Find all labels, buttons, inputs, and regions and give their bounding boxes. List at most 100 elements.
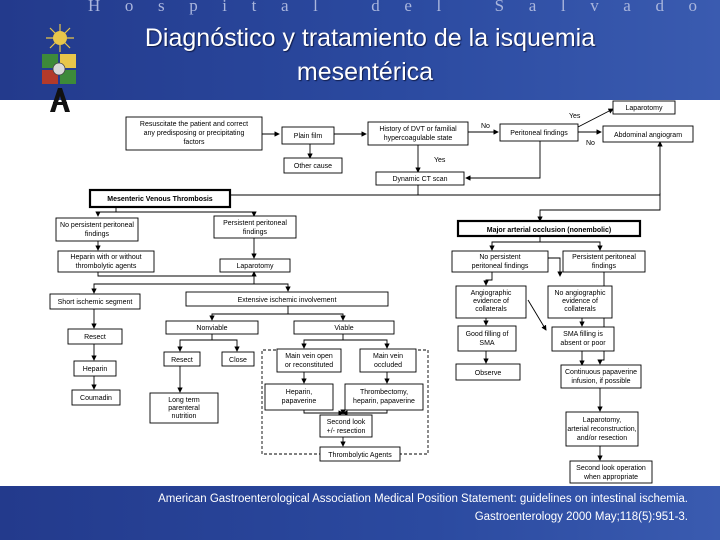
- svg-text:collaterals: collaterals: [475, 306, 507, 313]
- svg-text:Mesenteric Venous Thrombosis: Mesenteric Venous Thrombosis: [107, 196, 213, 203]
- svg-text:any predisposing or precipitat: any predisposing or precipitating: [144, 130, 245, 137]
- node-viable: Viable: [293, 320, 395, 335]
- svg-text:Second look operation: Second look operation: [576, 465, 646, 472]
- svg-text:heparin, papaverine: heparin, papaverine: [353, 398, 415, 405]
- svg-text:infusion, if possible: infusion, if possible: [571, 378, 630, 385]
- svg-text:Peritoneal findings: Peritoneal findings: [510, 130, 568, 137]
- node-major-arterial-occlusion: Major arterial occlusion (nonembolic): [456, 219, 642, 238]
- svg-text:Major arterial occlusion (none: Major arterial occlusion (nonembolic): [487, 227, 611, 234]
- node-thrombolytic-agents: Thrombolytic Agents: [319, 446, 401, 462]
- node-resect-nonviable: Resect: [163, 351, 201, 367]
- node-close: Close: [221, 351, 255, 367]
- svg-text:Extensive ischemic involvement: Extensive ischemic involvement: [238, 297, 337, 304]
- node-nonviable: Nonviable: [165, 320, 259, 335]
- svg-text:Resuscitate the patient and co: Resuscitate the patient and correct: [140, 121, 248, 128]
- letter-a-mark-icon: [50, 88, 70, 112]
- svg-text:Thrombolytic Agents: Thrombolytic Agents: [328, 452, 392, 459]
- svg-text:occluded: occluded: [374, 362, 402, 369]
- svg-text:Nonviable: Nonviable: [196, 325, 227, 332]
- flow-connectors: [89, 108, 663, 461]
- svg-text:No persistent peritoneal: No persistent peritoneal: [60, 222, 134, 229]
- slide-title-line2: mesentérica: [296, 58, 434, 86]
- svg-text:papaverine: papaverine: [282, 398, 317, 405]
- svg-text:No angiographic: No angiographic: [555, 290, 606, 297]
- sun-emblem-icon: [46, 24, 74, 52]
- svg-text:peritoneal findings: peritoneal findings: [472, 263, 529, 270]
- node-resect-short: Resect: [67, 328, 123, 345]
- svg-text:Close: Close: [229, 357, 247, 364]
- dashed-thrombolytic-links: [261, 349, 429, 455]
- node-history-dvt: History of DVT or familial hypercoagulab…: [367, 121, 469, 146]
- svg-text:thrombolytic agents: thrombolytic agents: [76, 263, 137, 270]
- svg-text:or reconstituted: or reconstituted: [285, 362, 333, 369]
- node-other-cause: Other cause: [283, 157, 343, 174]
- svg-text:Coumadin: Coumadin: [80, 395, 112, 402]
- svg-text:factors: factors: [183, 139, 205, 146]
- svg-text:Long term: Long term: [168, 397, 200, 404]
- slide-title-line1: Diagnóstico y tratamiento de la isquemia: [144, 24, 596, 52]
- svg-text:hypercoagulable state: hypercoagulable state: [384, 135, 453, 142]
- footer-band: American Gastroenterological Association…: [0, 486, 720, 540]
- svg-text:arterial reconstruction,: arterial reconstruction,: [567, 426, 636, 433]
- svg-text:Continuous papaverine: Continuous papaverine: [565, 369, 637, 376]
- node-no-angiographic-evidence: No angiographic evidence of collaterals: [547, 285, 613, 319]
- citation-line1: American Gastroenterological Association…: [158, 493, 688, 505]
- node-laparotomy-arterial: Laparotomy, arterial reconstruction, and…: [565, 411, 639, 447]
- svg-text:Resect: Resect: [171, 357, 193, 364]
- node-second-look-operation: Second look operation when appropriate: [569, 460, 653, 484]
- node-heparin-papaverine: Heparin, papaverine: [264, 383, 334, 411]
- node-thrombectomy: Thrombectomy, heparin, papaverine: [344, 383, 424, 411]
- svg-text:Observe: Observe: [475, 370, 502, 377]
- node-good-filling-sma: Good filling of SMA: [457, 325, 517, 352]
- no-label-angiogram: No: [586, 140, 595, 147]
- svg-text:Heparin,: Heparin,: [286, 389, 313, 396]
- svg-text:SMA: SMA: [479, 340, 495, 347]
- svg-text:findings: findings: [85, 231, 110, 238]
- node-arterial-persistent: Persistent peritoneal findings: [562, 250, 646, 273]
- node-heparin-short: Heparin: [73, 360, 117, 377]
- svg-text:+/- resection: +/- resection: [327, 428, 366, 435]
- node-resuscitate: Resuscitate the patient and correct any …: [125, 116, 263, 151]
- svg-text:Persistent peritoneal: Persistent peritoneal: [572, 254, 636, 261]
- node-mvt-no-persistent: No persistent peritoneal findings: [55, 217, 139, 242]
- svg-text:Short ischemic segment: Short ischemic segment: [58, 299, 133, 306]
- svg-text:and/or resection: and/or resection: [577, 435, 627, 442]
- node-coumadin: Coumadin: [71, 389, 121, 406]
- svg-text:SMA filling is: SMA filling is: [563, 331, 603, 338]
- node-sma-filling-poor: SMA filling is absent or poor: [551, 326, 615, 352]
- hospital-seal-logo: [42, 24, 76, 112]
- node-peritoneal-findings: Peritoneal findings: [499, 123, 579, 142]
- svg-text:Persistent peritoneal: Persistent peritoneal: [223, 220, 287, 227]
- node-arterial-no-persistent: No persistent peritoneal findings: [451, 250, 549, 273]
- svg-text:when appropriate: when appropriate: [583, 474, 638, 481]
- svg-text:Laparotomy: Laparotomy: [237, 263, 274, 270]
- svg-text:Good filling of: Good filling of: [466, 331, 509, 338]
- node-short-ischemic-segment: Short ischemic segment: [49, 293, 141, 310]
- svg-text:evidence of: evidence of: [473, 298, 509, 305]
- yes-label-laparotomy: Yes: [569, 113, 581, 120]
- svg-text:nutrition: nutrition: [172, 413, 197, 420]
- citation-line2: Gastroenterology 2000 May;118(5):951-3.: [474, 511, 688, 523]
- node-heparin-thrombolytic: Heparin with or without thrombolytic age…: [57, 250, 155, 273]
- flow-labels: No Yes No Yes: [434, 113, 595, 164]
- svg-text:absent or poor: absent or poor: [560, 340, 606, 347]
- node-laparotomy-top: Laparotomy: [612, 100, 676, 115]
- node-dynamic-ct: Dynamic CT scan: [375, 171, 465, 186]
- svg-text:Main vein open: Main vein open: [285, 353, 333, 360]
- svg-text:collaterals: collaterals: [564, 306, 596, 313]
- node-mvt-persistent: Persistent peritoneal findings: [213, 215, 297, 239]
- node-continuous-papaverine: Continuous papaverine infusion, if possi…: [560, 364, 642, 389]
- node-main-vein-occluded: Main vein occluded: [359, 348, 417, 373]
- node-long-term-tpn: Long term parenteral nutrition: [149, 392, 219, 424]
- node-main-vein-open: Main vein open or reconstituted: [276, 348, 342, 373]
- yes-label-ct: Yes: [434, 157, 446, 164]
- node-abdominal-angiogram: Abdominal angiogram: [602, 125, 694, 143]
- svg-text:findings: findings: [592, 263, 617, 270]
- node-observe: Observe: [455, 363, 521, 381]
- svg-text:No persistent: No persistent: [479, 254, 520, 261]
- svg-text:Other cause: Other cause: [294, 163, 332, 170]
- svg-text:Laparotomy: Laparotomy: [626, 105, 663, 112]
- svg-text:Resect: Resect: [84, 334, 106, 341]
- node-angiographic-evidence: Angiographic evidence of collaterals: [455, 285, 527, 319]
- svg-text:parenteral: parenteral: [168, 405, 200, 412]
